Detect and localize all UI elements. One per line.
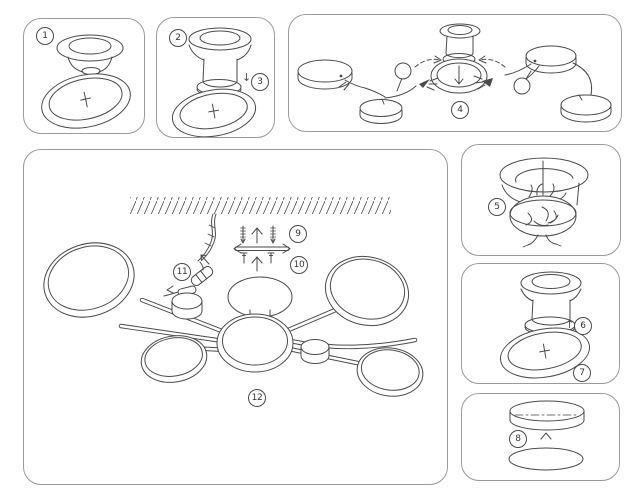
- panel-step-2-3: ↓ 2 3: [156, 17, 275, 138]
- step-marker-2: 2: [169, 29, 187, 47]
- up-arrow-icon-bottom: [251, 256, 263, 272]
- right-large-shade: [324, 255, 410, 327]
- step-marker-12: 12: [248, 389, 266, 407]
- small-cup-left: [171, 292, 203, 320]
- illustration-diffuser-insert: [508, 400, 585, 471]
- step-marker-11: 11: [173, 263, 191, 281]
- step-marker-5: 5: [488, 198, 506, 216]
- up-arrow-icon: ↑: [565, 318, 575, 331]
- bottom-right-shade: [356, 347, 424, 397]
- illustration-main-mounting: [43, 197, 424, 397]
- step-marker-6: 6: [574, 317, 592, 335]
- up-caret-icon: [540, 432, 552, 440]
- central-hub-unit: [430, 23, 488, 94]
- step-marker-9: 9: [289, 225, 307, 243]
- right-arm-assembly: [473, 45, 612, 123]
- bottom-left-shade: [140, 335, 208, 383]
- panel-step-1: 1: [23, 18, 145, 134]
- step-marker-7: 7: [573, 364, 591, 382]
- ceiling-canopy: [499, 157, 589, 204]
- step-marker-4: 4: [451, 101, 469, 119]
- wall-anchors: [240, 225, 276, 244]
- illustration-hub-wiring: [499, 157, 589, 248]
- side-rod: [576, 182, 580, 206]
- shade-rim: [509, 400, 585, 431]
- panel-steps-9-12: 9 10 11 12: [23, 149, 448, 485]
- panel-step-4: 4: [288, 14, 622, 132]
- perforated-shade: [41, 73, 131, 129]
- mounting-bracket: [233, 243, 291, 264]
- illustration-shade-to-hub: [499, 271, 591, 379]
- diffuser-disc: [508, 447, 584, 471]
- up-arrow-icon-top: [251, 227, 263, 244]
- step-marker-1: 1: [36, 27, 54, 45]
- panel-step-8: 8: [461, 393, 620, 481]
- hub-bowl-with-wires: [509, 183, 577, 248]
- central-canopy-and-shade: [216, 276, 294, 373]
- illustration-shade-on-canopy: [41, 34, 131, 129]
- small-cup-right: [300, 339, 330, 364]
- ceiling-canopy: [188, 27, 252, 61]
- down-arrow-icon: ↓: [242, 71, 252, 84]
- ceiling-hatching: [130, 197, 391, 214]
- step-marker-8: 8: [509, 430, 527, 448]
- panel-step-5: 5: [461, 144, 621, 256]
- left-arm-assembly: [297, 59, 439, 124]
- ceiling-canopy: [520, 271, 582, 302]
- step-marker-10: 10: [290, 256, 308, 274]
- illustration-shade-with-cylinder: [171, 27, 257, 137]
- panel-step-6-7: ↑ 6 7: [461, 263, 620, 384]
- ceiling-canopy: [56, 34, 124, 75]
- mains-wire: [197, 213, 217, 262]
- perforated-shade: [499, 327, 591, 379]
- step-marker-3: 3: [251, 73, 269, 91]
- guide-arrows: [414, 55, 506, 68]
- illustration-arms-to-hub: [297, 23, 612, 124]
- left-large-shade: [43, 242, 135, 318]
- perforated-shade: [171, 88, 257, 137]
